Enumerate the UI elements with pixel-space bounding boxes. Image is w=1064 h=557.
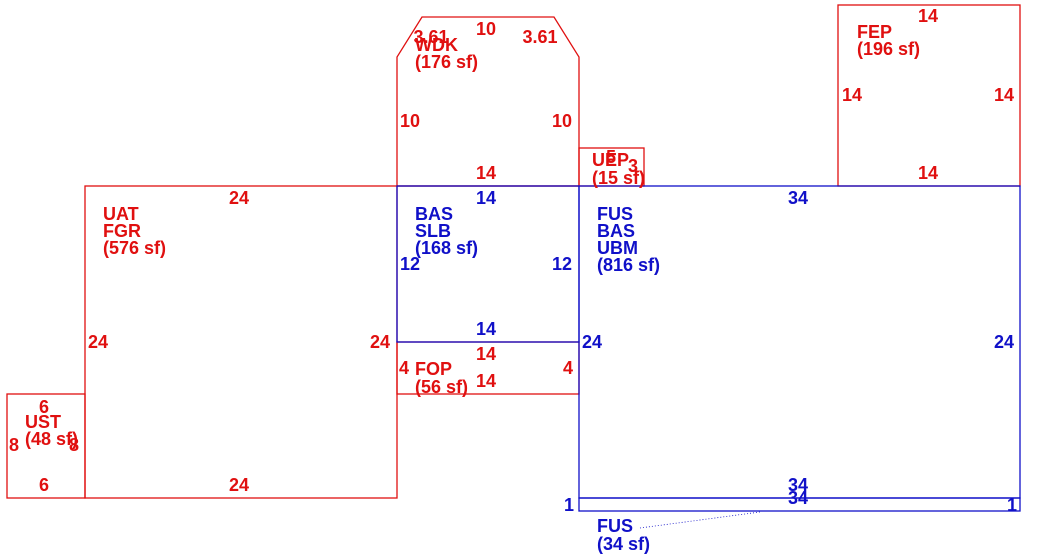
slb-code2-label: SLB xyxy=(415,221,451,241)
fus-code-label: FUS xyxy=(597,516,633,536)
dim-uep-b: 3 xyxy=(628,156,638,176)
ubm-code3-label: UBM xyxy=(597,238,638,258)
fep-code-label: FEP xyxy=(857,22,892,42)
dim-wdk-right-chamfer: 3.61 xyxy=(522,27,557,47)
dim-fop-left: 4 xyxy=(399,358,409,378)
dim-wdk-left-chamfer: 3.61 xyxy=(413,27,448,47)
dim-wdk-bottom: 14 xyxy=(476,163,496,183)
dim-fop-right: 4 xyxy=(563,358,573,378)
dim-ubm-bottom: 34 xyxy=(788,475,808,495)
dim-wdk-top: 10 xyxy=(476,19,496,39)
dim-uat-top: 24 xyxy=(229,188,249,208)
dim-fus-left: 1 xyxy=(564,495,574,515)
dim-ust-top: 6 xyxy=(39,397,49,417)
dim-uat-left: 24 xyxy=(88,332,108,352)
dim-ubm-top: 34 xyxy=(788,188,808,208)
dim-uep-a: 5 xyxy=(606,147,616,167)
wdk-area-label: (176 sf) xyxy=(415,52,478,72)
uat-code-label: UAT xyxy=(103,204,139,224)
dim-ust-left: 8 xyxy=(9,435,19,455)
ubm-area-label: (816 sf) xyxy=(597,255,660,275)
wdk-code-label: WDK xyxy=(415,35,458,55)
uep-code-label: UEP xyxy=(592,150,629,170)
dim-fep-top: 14 xyxy=(918,6,938,26)
fop-area-label: (56 sf) xyxy=(415,377,468,397)
dim-slb-right: 12 xyxy=(552,254,572,274)
fus-leader-line xyxy=(639,511,761,529)
fus-outline xyxy=(578,497,1021,512)
dim-slb-top: 14 xyxy=(476,188,496,208)
uep-area-label: (15 sf) xyxy=(592,168,645,188)
ubm-code-label: FUS xyxy=(597,204,633,224)
slb-area-label: (168 sf) xyxy=(415,238,478,258)
dim-fep-right: 14 xyxy=(994,85,1014,105)
fop-code-label: FOP xyxy=(415,359,452,379)
dim-ubm-right: 24 xyxy=(994,332,1014,352)
dim-fus-top: 34 xyxy=(788,488,808,508)
dim-slb-bottom: 14 xyxy=(476,319,496,339)
dim-ust-bottom: 6 xyxy=(39,475,49,495)
ubm-code2-label: BAS xyxy=(597,221,635,241)
dim-fep-bottom: 14 xyxy=(918,163,938,183)
dim-wdk-left: 10 xyxy=(400,111,420,131)
fus-area-label: (34 sf) xyxy=(597,534,650,554)
dim-fop-top: 14 xyxy=(476,344,496,364)
uat-code2-label: FGR xyxy=(103,221,141,241)
dim-ust-right: 8 xyxy=(69,435,79,455)
dim-fop-bottom: 14 xyxy=(476,371,496,391)
fep-area-label: (196 sf) xyxy=(857,39,920,59)
slb-code-label: BAS xyxy=(415,204,453,224)
ust-outline xyxy=(6,393,86,499)
dim-slb-left: 12 xyxy=(400,254,420,274)
uat-area-label: (576 sf) xyxy=(103,238,166,258)
ust-code-label: UST xyxy=(25,412,61,432)
ust-area-label: (48 sf) xyxy=(25,429,78,449)
ubm-outline xyxy=(578,185,1021,499)
dim-fep-left: 14 xyxy=(842,85,862,105)
dim-fus-right: 1 xyxy=(1007,495,1017,515)
dim-uat-bottom: 24 xyxy=(229,475,249,495)
dim-uat-right: 24 xyxy=(370,332,390,352)
dim-wdk-right: 10 xyxy=(552,111,572,131)
dim-ubm-left: 24 xyxy=(582,332,602,352)
